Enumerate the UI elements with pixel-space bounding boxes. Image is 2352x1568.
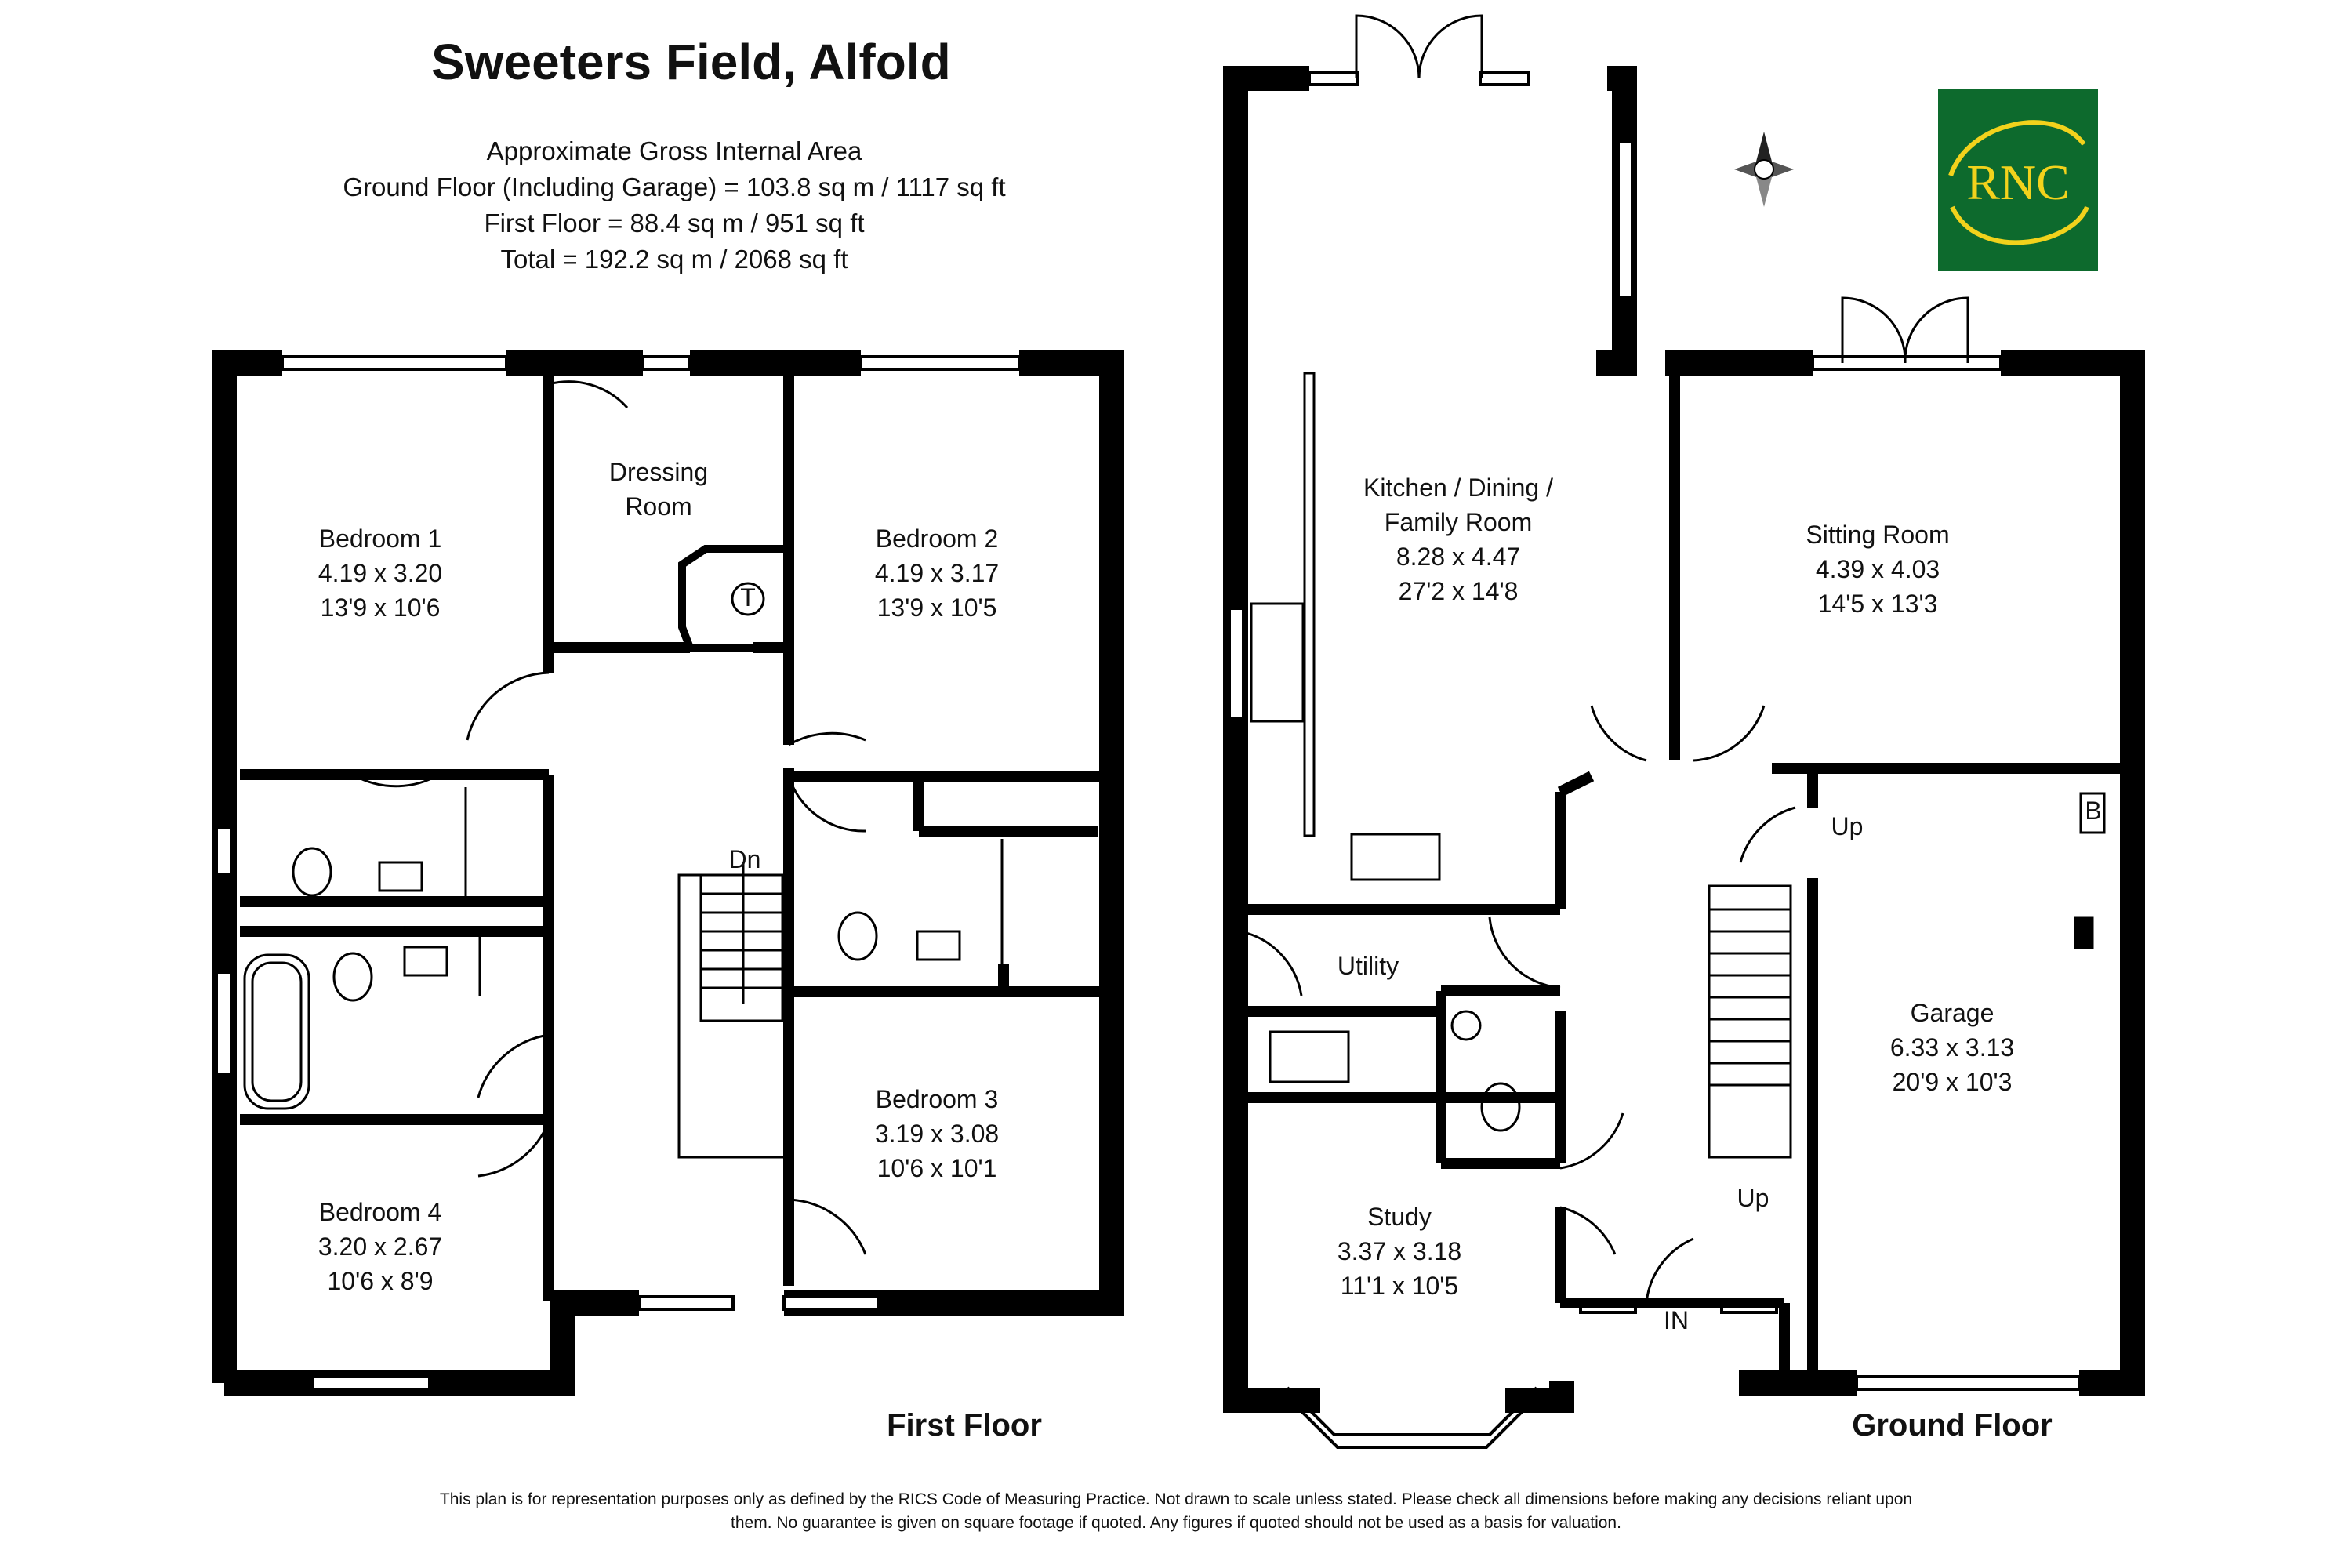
stairs-down-label: Dn bbox=[728, 845, 761, 873]
kitchen-name-line1: Kitchen / Dining / bbox=[1363, 474, 1553, 502]
logo-lettering: RNC bbox=[1966, 154, 2070, 210]
area-ground-floor: Ground Floor (Including Garage) = 103.8 … bbox=[343, 172, 1006, 201]
bedroom2-metric: 4.19 x 3.17 bbox=[874, 559, 1000, 587]
first-floor-plan bbox=[212, 350, 1124, 1396]
kitchen-metric: 8.28 x 4.47 bbox=[1396, 543, 1521, 571]
ground-floor-label: Ground Floor bbox=[1852, 1408, 2053, 1443]
utility-name: Utility bbox=[1337, 952, 1399, 980]
study-metric: 3.37 x 3.18 bbox=[1337, 1237, 1462, 1265]
dressing-room-name-line2: Room bbox=[625, 492, 692, 521]
sitting-room-metric: 4.39 x 4.03 bbox=[1815, 555, 1940, 583]
tank-label: T bbox=[740, 583, 756, 612]
compass-icon bbox=[1734, 132, 1794, 207]
bedroom4-metric: 3.20 x 2.67 bbox=[318, 1232, 443, 1261]
bedroom1-name: Bedroom 1 bbox=[318, 524, 442, 553]
bedroom1-metric: 4.19 x 3.20 bbox=[318, 559, 443, 587]
disclaimer: This plan is for representation purposes… bbox=[439, 1490, 1913, 1532]
bedroom4-imperial: 10'6 x 8'9 bbox=[327, 1267, 434, 1295]
bedroom3-name: Bedroom 3 bbox=[875, 1085, 999, 1113]
sitting-room-imperial: 14'5 x 13'3 bbox=[1817, 590, 1938, 618]
bedroom2-imperial: 13'9 x 10'5 bbox=[877, 593, 997, 622]
bedroom2-name: Bedroom 2 bbox=[875, 524, 999, 553]
bedroom3-metric: 3.19 x 3.08 bbox=[874, 1120, 1000, 1148]
bedroom3-imperial: 10'6 x 10'1 bbox=[877, 1154, 997, 1182]
kitchen-name-line2: Family Room bbox=[1384, 508, 1533, 536]
garage-metric: 6.33 x 3.13 bbox=[1889, 1033, 2015, 1062]
area-heading: Approximate Gross Internal Area bbox=[486, 136, 862, 165]
study-name: Study bbox=[1367, 1203, 1432, 1231]
rnc-logo: RNC bbox=[1938, 89, 2098, 271]
first-floor-label: First Floor bbox=[887, 1408, 1042, 1443]
garage-imperial: 20'9 x 10'3 bbox=[1892, 1068, 2013, 1096]
dressing-room-name-line1: Dressing bbox=[608, 458, 709, 486]
rnc-logo-mark: RNC bbox=[1948, 120, 2089, 245]
bedroom4-name: Bedroom 4 bbox=[318, 1198, 442, 1226]
boiler-label: B bbox=[2085, 797, 2102, 825]
plan-title: Sweeters Field, Alfold bbox=[431, 34, 951, 90]
stairs-up-label-hall: Up bbox=[1737, 1184, 1769, 1212]
ground-floor-plan bbox=[1223, 14, 2145, 1449]
kitchen-imperial: 27'2 x 14'8 bbox=[1398, 577, 1519, 605]
bedroom1-imperial: 13'9 x 10'6 bbox=[320, 593, 441, 622]
garage-name: Garage bbox=[1910, 999, 1994, 1027]
entrance-label: IN bbox=[1664, 1306, 1689, 1334]
sitting-room-name: Sitting Room bbox=[1806, 521, 1950, 549]
study-imperial: 11'1 x 10'5 bbox=[1340, 1272, 1459, 1300]
area-total: Total = 192.2 sq m / 2068 sq ft bbox=[500, 245, 848, 274]
area-first-floor: First Floor = 88.4 sq m / 951 sq ft bbox=[484, 209, 865, 238]
stairs-up-label-garage: Up bbox=[1831, 812, 1864, 840]
